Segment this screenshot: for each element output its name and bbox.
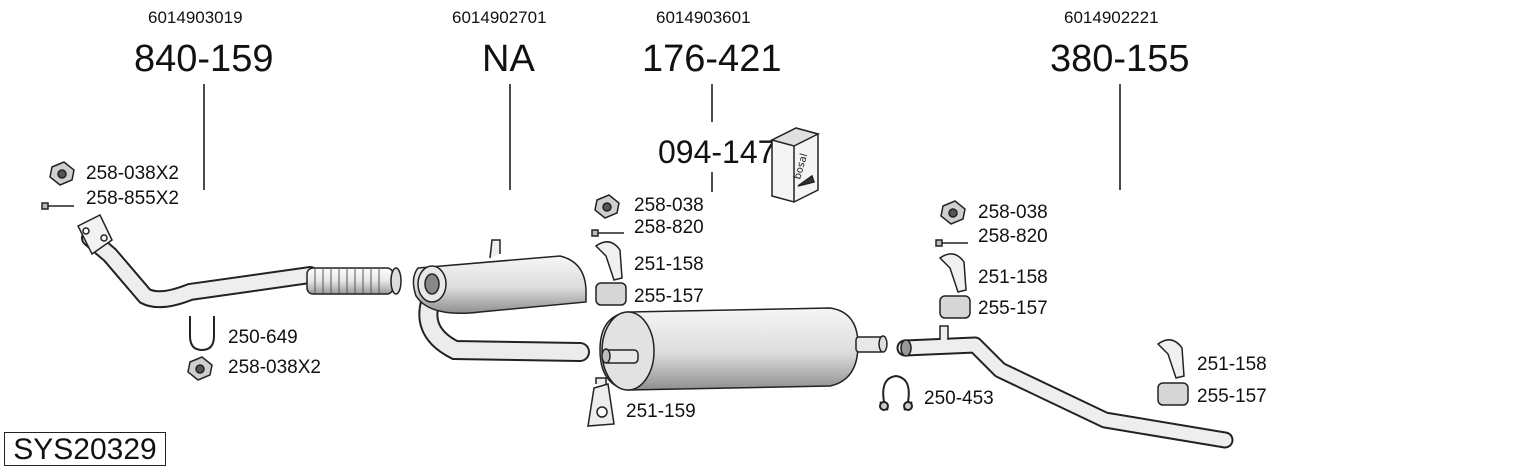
nut-icon xyxy=(594,194,620,219)
label-nut2-c1[interactable]: 258-038X2 xyxy=(228,357,321,378)
label-bolt-c3[interactable]: 258-820 xyxy=(634,217,704,238)
pipe-clamp-icon xyxy=(879,374,913,411)
rubber-mount-icon xyxy=(939,295,971,319)
label-nut-c3[interactable]: 258-038 xyxy=(634,195,704,216)
kit-number[interactable]: 094-147 xyxy=(658,134,776,170)
rubber-mount-icon xyxy=(595,282,627,306)
u-bolt-icon xyxy=(189,316,215,352)
label-bracket-c4[interactable]: 251-158 xyxy=(978,267,1048,288)
center-muffler xyxy=(412,239,590,362)
label-nut-c4[interactable]: 258-038 xyxy=(978,202,1048,223)
rubber-mount-icon xyxy=(1157,382,1189,406)
nut-icon xyxy=(940,200,966,225)
flange-icon xyxy=(76,213,113,256)
label-bracket-c3[interactable]: 251-158 xyxy=(634,254,704,275)
label-clamp-c4[interactable]: 250-453 xyxy=(924,388,994,409)
rear-muffler xyxy=(599,307,888,391)
label-rubber-c3[interactable]: 255-157 xyxy=(634,286,704,307)
bolt-icon xyxy=(591,229,624,237)
oe-number-4: 6014902221 xyxy=(1064,8,1159,27)
label-rubber-c5[interactable]: 255-157 xyxy=(1197,386,1267,407)
bracket-icon xyxy=(594,241,623,281)
part-number-1[interactable]: 840-159 xyxy=(134,38,274,80)
part-number-2[interactable]: NA xyxy=(482,38,535,80)
hanger-bracket-icon xyxy=(587,377,615,427)
label-bolt-c1[interactable]: 258-855X2 xyxy=(86,188,179,209)
label-nut-c1[interactable]: 258-038X2 xyxy=(86,163,179,184)
bosal-kit-box-icon: bosal xyxy=(769,127,821,203)
part-number-4[interactable]: 380-155 xyxy=(1050,38,1190,80)
oe-number-1: 6014903019 xyxy=(148,8,243,27)
bolt-icon xyxy=(41,202,74,210)
part-number-3[interactable]: 176-421 xyxy=(642,38,782,80)
flex-pipe xyxy=(306,267,394,295)
label-bolt-c4[interactable]: 258-820 xyxy=(978,226,1048,247)
label-bracket-c5[interactable]: 251-158 xyxy=(1197,354,1267,375)
muffler-hanger-tab xyxy=(489,239,501,259)
tail-pipe xyxy=(896,325,1234,449)
label-rubber-c4[interactable]: 255-157 xyxy=(978,298,1048,319)
bracket-icon xyxy=(938,253,967,293)
label-hanger-c3[interactable]: 251-159 xyxy=(626,401,696,422)
system-id-box: SYS20329 xyxy=(4,432,166,466)
oe-number-3: 6014903601 xyxy=(656,8,751,27)
bracket-icon xyxy=(1156,339,1185,379)
oe-number-2: 6014902701 xyxy=(452,8,547,27)
nut-icon xyxy=(187,356,213,381)
label-ubolt-c1[interactable]: 250-649 xyxy=(228,327,298,348)
nut-icon xyxy=(49,161,75,186)
bolt-icon xyxy=(935,239,968,247)
front-pipe xyxy=(76,213,402,309)
